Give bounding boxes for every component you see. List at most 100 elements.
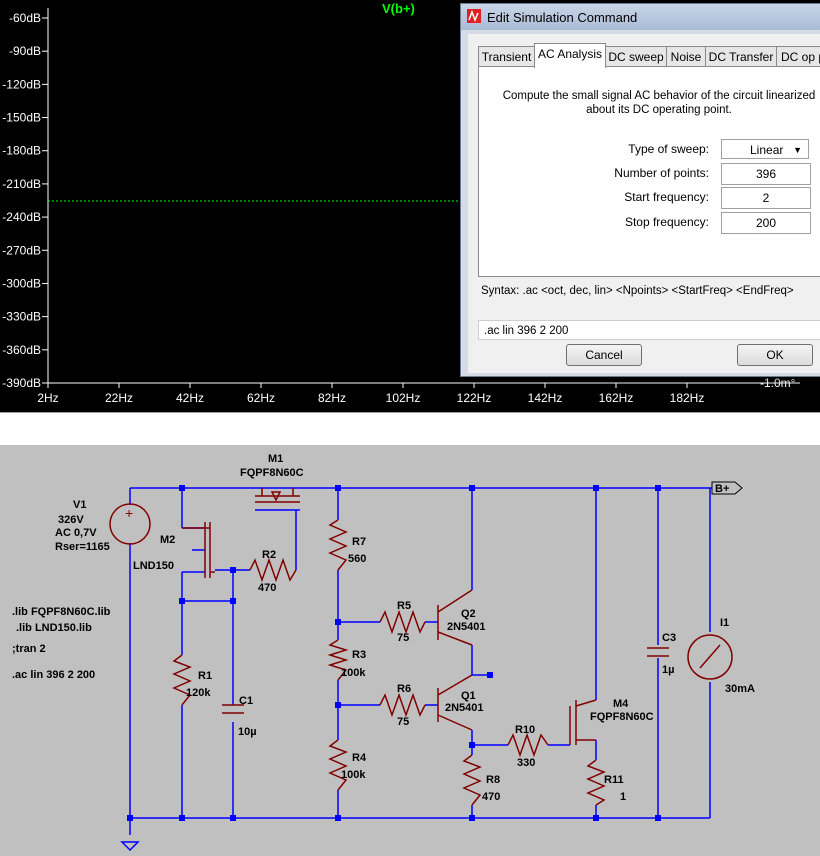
x-tick-label: 62Hz xyxy=(247,391,275,405)
r5-symbol[interactable] xyxy=(379,609,426,635)
sweep-type-value: Linear xyxy=(750,143,784,157)
directive-lib-fqpf[interactable]: .lib FQPF8N60C.lib xyxy=(12,606,111,618)
right-axis-label: -1.0m° xyxy=(760,376,796,390)
m1-name[interactable]: M1 xyxy=(268,453,283,465)
m4-value[interactable]: FQPF8N60C xyxy=(590,711,654,723)
c1-symbol[interactable] xyxy=(222,704,244,714)
v1-value-line2[interactable]: AC 0,7V xyxy=(55,527,97,539)
num-points-input[interactable]: 396 xyxy=(721,163,811,185)
c3-symbol[interactable] xyxy=(647,647,669,657)
directive-lib-lnd[interactable]: .lib LND150.lib xyxy=(16,622,92,634)
v1-name[interactable]: V1 xyxy=(73,499,86,511)
tab-ac-analysis[interactable]: AC Analysis xyxy=(534,43,606,68)
r6-name[interactable]: R6 xyxy=(397,683,411,695)
r11-name[interactable]: R11 xyxy=(604,774,624,786)
c3-name[interactable]: C3 xyxy=(662,632,676,644)
syntax-hint: Syntax: .ac <oct, dec, lin> <Npoints> <S… xyxy=(481,285,794,297)
r10-value[interactable]: 330 xyxy=(517,757,535,769)
r2-symbol[interactable] xyxy=(249,557,297,583)
c1-name[interactable]: C1 xyxy=(239,695,253,707)
junctions xyxy=(127,485,661,821)
m2-symbol[interactable] xyxy=(182,522,215,578)
r6-value[interactable]: 75 xyxy=(397,716,409,728)
m4-name[interactable]: M4 xyxy=(613,698,629,710)
q2-symbol[interactable] xyxy=(437,589,473,646)
r7-symbol[interactable] xyxy=(328,519,348,571)
v1-symbol[interactable] xyxy=(109,503,151,545)
ac-analysis-panel: Compute the small signal AC behavior of … xyxy=(478,66,820,277)
m1-value[interactable]: FQPF8N60C xyxy=(240,467,304,479)
r1-value[interactable]: 120k xyxy=(186,687,211,699)
directive-tran[interactable]: ;tran 2 xyxy=(12,643,46,655)
schematic-canvas[interactable]: + B+ V1 326V AC 0,7V Rser=1165 M1 FQPF8N… xyxy=(0,445,820,852)
r1-name[interactable]: R1 xyxy=(198,670,212,682)
r1-symbol[interactable] xyxy=(172,654,192,706)
c3-value[interactable]: 1µ xyxy=(662,664,674,676)
r10-symbol[interactable] xyxy=(507,732,549,758)
cancel-button[interactable]: Cancel xyxy=(566,344,642,366)
r7-value[interactable]: 560 xyxy=(348,553,366,565)
r5-value[interactable]: 75 xyxy=(397,632,409,644)
q1-value[interactable]: 2N5401 xyxy=(445,702,484,714)
dialog-titlebar[interactable]: Edit Simulation Command xyxy=(461,4,820,30)
r2-value[interactable]: 470 xyxy=(258,582,276,594)
command-input[interactable]: .ac lin 396 2 200 xyxy=(478,320,820,340)
net-label-text[interactable]: B+ xyxy=(715,483,729,495)
x-tick-label: 22Hz xyxy=(105,391,133,405)
tab-dc-sweep[interactable]: DC sweep xyxy=(605,46,667,67)
start-freq-input[interactable]: 2 xyxy=(721,187,811,209)
r3-value[interactable]: 100k xyxy=(341,667,366,679)
q1-name[interactable]: Q1 xyxy=(461,690,476,702)
tab-dc-op-pnt[interactable]: DC op pnt xyxy=(776,46,820,66)
tab-dc-transfer[interactable]: DC Transfer xyxy=(705,46,777,67)
r6-symbol[interactable] xyxy=(379,692,426,718)
r7-name[interactable]: R7 xyxy=(352,536,366,548)
num-points-label: Number of points: xyxy=(614,166,709,180)
y-tick-label: -270dB xyxy=(2,243,41,257)
tab-noise[interactable]: Noise xyxy=(666,46,706,67)
tab-transient[interactable]: Transient xyxy=(478,46,535,67)
r8-name[interactable]: R8 xyxy=(486,774,500,786)
x-tick-label: 2Hz xyxy=(37,391,58,405)
trace-label[interactable]: V(b+) xyxy=(382,1,415,16)
m2-value[interactable]: LND150 xyxy=(133,560,174,572)
v1-polarity: + xyxy=(125,505,133,521)
m4-symbol[interactable] xyxy=(569,699,597,745)
x-tick-label: 162Hz xyxy=(599,391,634,405)
r5-name[interactable]: R5 xyxy=(397,600,411,612)
r3-name[interactable]: R3 xyxy=(352,649,366,661)
r4-symbol[interactable] xyxy=(328,739,348,791)
edit-simulation-dialog[interactable]: Edit Simulation Command Transient AC Ana… xyxy=(460,3,820,377)
q2-value[interactable]: 2N5401 xyxy=(447,621,486,633)
r4-name[interactable]: R4 xyxy=(352,752,367,764)
r4-value[interactable]: 100k xyxy=(341,769,366,781)
q2-name[interactable]: Q2 xyxy=(461,608,476,620)
i1-name[interactable]: I1 xyxy=(720,617,729,629)
stop-freq-input[interactable]: 200 xyxy=(721,212,811,234)
sweep-type-select[interactable]: Linear ▼ xyxy=(721,139,809,159)
ok-button[interactable]: OK xyxy=(737,344,813,366)
m1-symbol[interactable] xyxy=(255,488,300,503)
r11-value[interactable]: 1 xyxy=(620,791,626,803)
v1-value-line1[interactable]: 326V xyxy=(58,514,84,526)
x-tick-label: 42Hz xyxy=(176,391,204,405)
y-tick-label: -120dB xyxy=(2,77,41,91)
r8-symbol[interactable] xyxy=(462,754,482,806)
directive-ac[interactable]: .ac lin 396 2 200 xyxy=(12,669,95,681)
net-label-flag[interactable] xyxy=(711,481,743,495)
i1-value[interactable]: 30mA xyxy=(725,683,755,695)
plot-canvas[interactable]: -60dB-90dB-120dB-150dB-180dB-210dB-240dB… xyxy=(0,0,820,412)
schematic-pane[interactable]: + B+ V1 326V AC 0,7V Rser=1165 M1 FQPF8N… xyxy=(0,445,820,852)
m2-name[interactable]: M2 xyxy=(160,534,175,546)
r3-symbol[interactable] xyxy=(327,639,349,681)
r11-symbol[interactable] xyxy=(586,759,606,806)
ac-description: Compute the small signal AC behavior of … xyxy=(502,90,816,116)
dialog-title: Edit Simulation Command xyxy=(487,10,638,25)
r2-name[interactable]: R2 xyxy=(262,549,276,561)
c1-value[interactable]: 10µ xyxy=(238,726,257,738)
r10-name[interactable]: R10 xyxy=(515,724,535,736)
v1-value-line3[interactable]: Rser=1165 xyxy=(55,541,110,553)
i1-symbol[interactable] xyxy=(687,634,733,680)
q1-symbol[interactable] xyxy=(437,674,473,731)
r8-value[interactable]: 470 xyxy=(482,791,500,803)
